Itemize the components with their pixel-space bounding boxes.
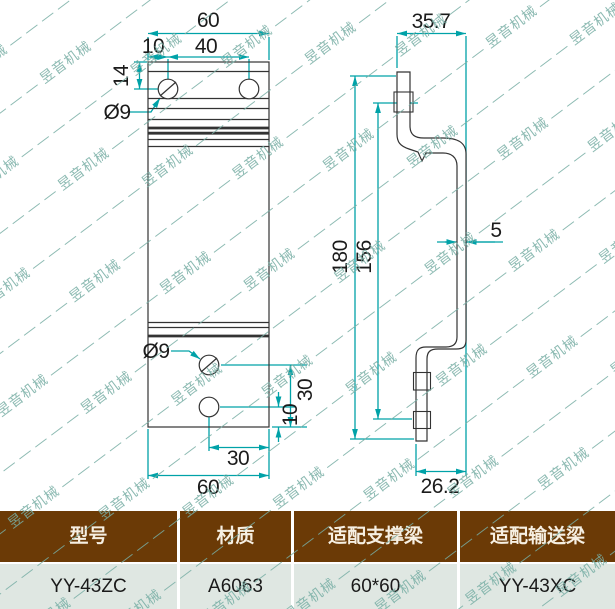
dim-side-top-width: 35.7 xyxy=(412,10,451,33)
front-dimension-lines xyxy=(130,30,307,479)
dim-side-height: 180 xyxy=(329,240,352,274)
dim-front-hole2-bottom-offset: 10 xyxy=(279,404,302,426)
table-cell: A6063 xyxy=(180,564,294,609)
dim-front-hole-top-offset: 14 xyxy=(110,64,133,87)
dim-front-top-width: 60 xyxy=(197,9,219,32)
dimension-labels: 60 10 40 14 Ø9 Ø9 30 10 30 60 35.7 180 1… xyxy=(103,9,502,499)
side-view xyxy=(350,30,503,476)
hole-section xyxy=(393,91,414,113)
dim-front-hole1-bottom-offset: 30 xyxy=(294,379,317,401)
dim-front-hole-inset: 10 xyxy=(142,35,164,58)
dim-front-bottom-hole-dia: Ø9 xyxy=(142,340,169,363)
side-hole-sections xyxy=(393,91,432,430)
spec-table-header-row: 型号材质适配支撑梁适配输送梁 xyxy=(0,511,615,562)
side-outline xyxy=(396,71,467,442)
front-profile-lines xyxy=(148,70,269,338)
dim-front-hole-pitch: 40 xyxy=(195,35,217,58)
hole-section xyxy=(412,410,432,430)
dim-side-hole-span: 156 xyxy=(353,240,376,274)
table-cell: 60*60 xyxy=(294,564,460,609)
dim-front-top-hole-dia: Ø9 xyxy=(103,101,130,124)
dim-front-bottom-width: 60 xyxy=(197,476,219,499)
front-view xyxy=(130,30,307,479)
table-header-cell: 适配支撑梁 xyxy=(294,511,460,562)
front-outline xyxy=(147,61,270,428)
hole xyxy=(198,396,220,418)
dim-side-bottom-width: 26.2 xyxy=(421,475,460,498)
table-cell: YY-43ZC xyxy=(0,564,180,609)
table-header-cell: 材质 xyxy=(180,511,294,562)
hole xyxy=(238,78,260,100)
dim-side-thickness: 5 xyxy=(490,219,501,242)
cad-drawing: 60 10 40 14 Ø9 Ø9 30 10 30 60 35.7 180 1… xyxy=(103,9,503,499)
table-cell: YY-43XC xyxy=(460,564,615,609)
table-header-cell: 适配输送梁 xyxy=(460,511,615,562)
hole-section xyxy=(412,371,432,391)
hole-slash xyxy=(200,357,218,373)
hole-slash xyxy=(159,81,177,97)
dim-front-bottom-hole-inset: 30 xyxy=(227,447,249,470)
table-header-cell: 型号 xyxy=(0,511,180,562)
